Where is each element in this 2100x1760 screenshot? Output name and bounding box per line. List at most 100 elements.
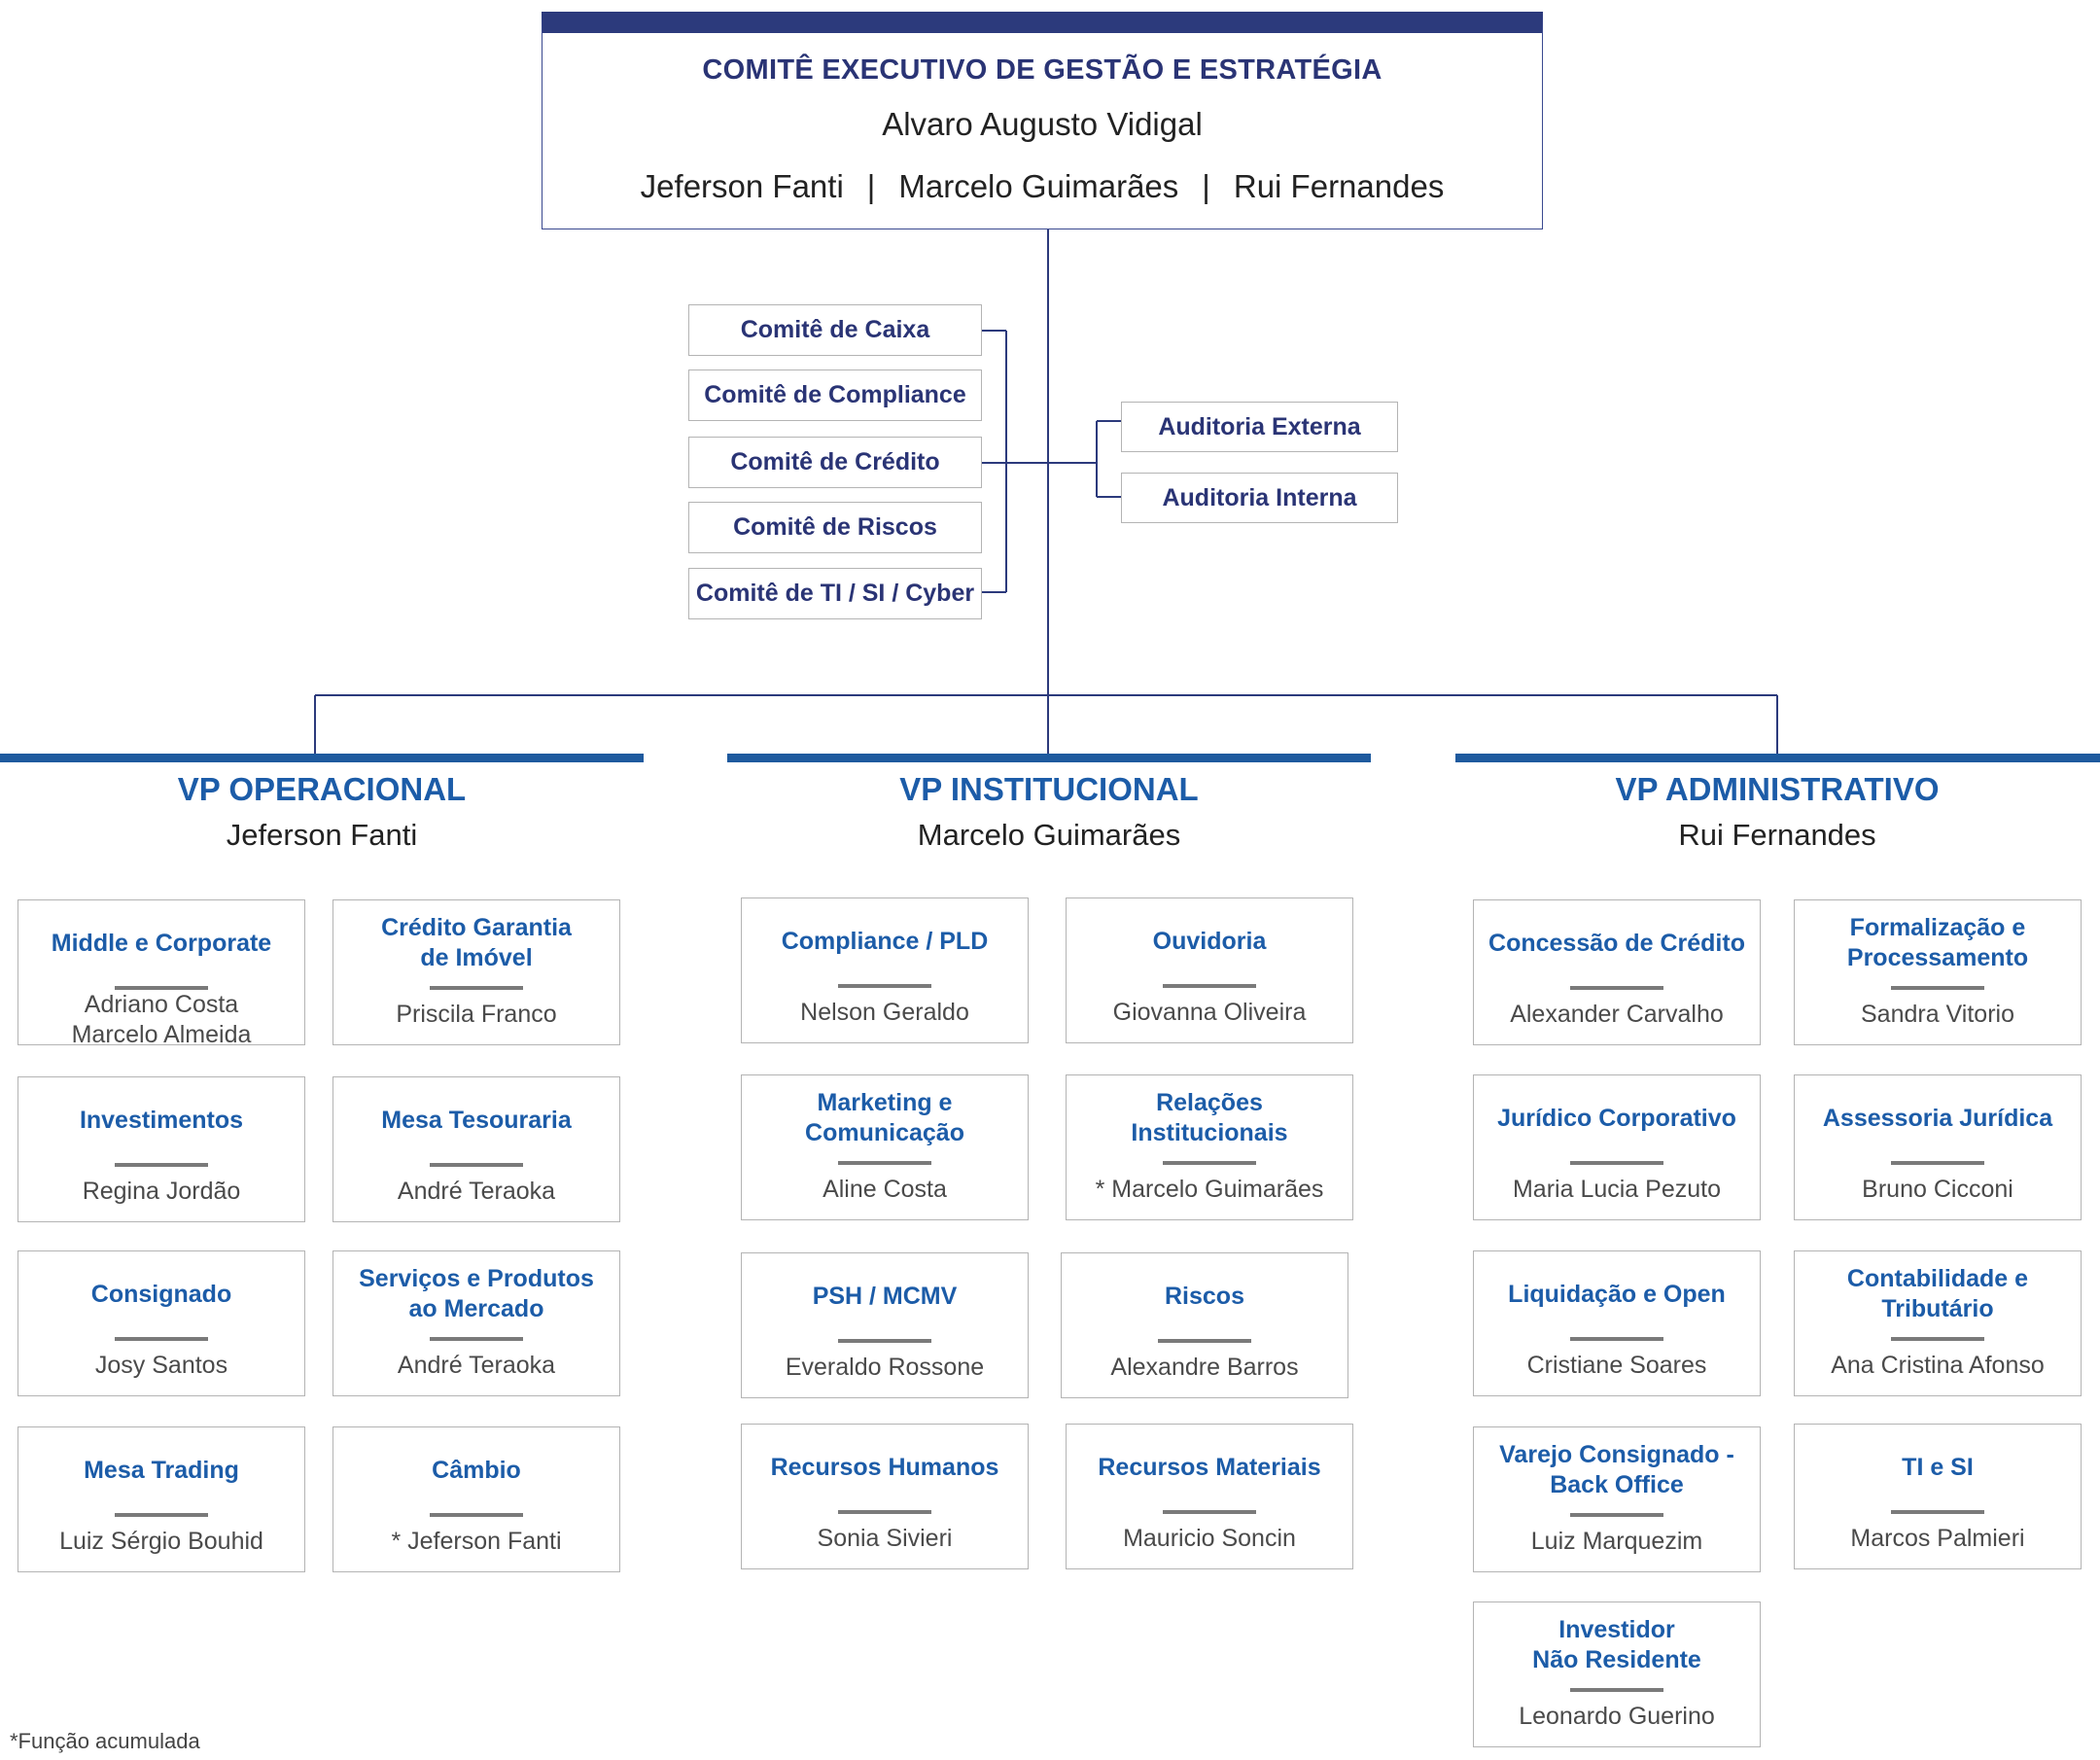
unit-title: Concessão de Crédito: [1488, 929, 1745, 957]
unit-title: Relações Institucionais: [1131, 1089, 1288, 1146]
unit-box: Ouvidoria Giovanna Oliveira: [1066, 898, 1353, 1043]
vp-bar: [1455, 754, 2100, 762]
unit-divider: [1891, 986, 1984, 990]
unit-divider: [1163, 1510, 1256, 1514]
vp-header: VP ADMINISTRATIVO Rui Fernandes: [1455, 771, 2099, 853]
unit-box: Recursos Humanos Sonia Sivieri: [741, 1424, 1029, 1569]
unit-box: Mesa Trading Luiz Sérgio Bouhid: [18, 1426, 305, 1572]
unit-people: Priscila Franco: [396, 1000, 557, 1028]
unit-title: Jurídico Corporativo: [1497, 1104, 1736, 1132]
unit-people: Nelson Geraldo: [800, 998, 969, 1026]
unit-people: Regina Jordão: [82, 1177, 241, 1205]
vp-header: VP INSTITUCIONAL Marcelo Guimarães: [727, 771, 1371, 853]
unit-divider: [838, 1339, 931, 1343]
unit-people: Maria Lucia Pezuto: [1512, 1175, 1721, 1203]
unit-title: Serviços e Produtos ao Mercado: [359, 1265, 594, 1322]
unit-box: Crédito Garantia de Imóvel Priscila Fran…: [332, 899, 620, 1045]
unit-people: Ana Cristina Afonso: [1831, 1351, 2045, 1379]
unit-box: Compliance / PLD Nelson Geraldo: [741, 898, 1029, 1043]
unit-title: TI e SI: [1902, 1453, 1974, 1481]
unit-box: Varejo Consignado - Back Office Luiz Mar…: [1473, 1426, 1761, 1572]
unit-title: Investidor Não Residente: [1532, 1616, 1701, 1673]
unit-divider: [1163, 1161, 1256, 1165]
unit-box: Liquidação e Open Cristiane Soares: [1473, 1250, 1761, 1396]
unit-people: Mauricio Soncin: [1123, 1524, 1296, 1552]
unit-box: Investimentos Regina Jordão: [18, 1076, 305, 1222]
unit-title: Varejo Consignado - Back Office: [1499, 1441, 1734, 1498]
unit-box: Investidor Não Residente Leonardo Guerin…: [1473, 1602, 1761, 1747]
unit-divider: [838, 1161, 931, 1165]
unit-people: Bruno Cicconi: [1862, 1175, 2013, 1203]
unit-people: Cristiane Soares: [1526, 1351, 1707, 1379]
unit-divider: [1570, 986, 1663, 990]
unit-divider: [1158, 1339, 1251, 1343]
unit-box: Recursos Materiais Mauricio Soncin: [1066, 1424, 1353, 1569]
unit-divider: [115, 1163, 208, 1167]
unit-title: Compliance / PLD: [781, 927, 989, 955]
unit-divider: [838, 1510, 931, 1514]
unit-people: * Marcelo Guimarães: [1095, 1175, 1324, 1203]
vp-bar: [727, 754, 1371, 762]
unit-title: Middle e Corporate: [51, 929, 272, 957]
unit-box: Marketing e Comunicação Aline Costa: [741, 1074, 1029, 1220]
vp-title: VP ADMINISTRATIVO: [1615, 771, 1940, 807]
unit-divider: [1891, 1510, 1984, 1514]
committee-box: Comitê de Compliance: [688, 370, 982, 421]
executive-member: Rui Fernandes: [1233, 168, 1445, 204]
unit-title: PSH / MCMV: [812, 1282, 958, 1310]
unit-divider: [838, 984, 931, 988]
executive-member: Jeferson Fanti: [640, 168, 844, 204]
unit-divider: [1570, 1513, 1663, 1517]
unit-divider: [1891, 1161, 1984, 1165]
executive-member: Marcelo Guimarães: [898, 168, 1179, 204]
unit-title: Contabilidade e Tributário: [1846, 1265, 2029, 1322]
executive-committee-title: COMITÊ EXECUTIVO DE GESTÃO E ESTRATÉGIA: [702, 54, 1382, 86]
unit-people: Luiz Marquezim: [1530, 1527, 1703, 1555]
committee-box: Comitê de Crédito: [688, 437, 982, 488]
unit-box: Concessão de Crédito Alexander Carvalho: [1473, 899, 1761, 1045]
unit-title: Mesa Tesouraria: [381, 1106, 572, 1134]
unit-divider: [1570, 1337, 1663, 1341]
unit-box: Middle e Corporate Adriano Costa Marcelo…: [18, 899, 305, 1048]
unit-box: Relações Institucionais * Marcelo Guimar…: [1066, 1074, 1353, 1220]
member-separator: |: [866, 168, 876, 204]
unit-people: Josy Santos: [94, 1351, 228, 1379]
unit-title: Investimentos: [79, 1106, 244, 1134]
unit-box: Serviços e Produtos ao Mercado André Ter…: [332, 1250, 620, 1396]
unit-divider: [430, 1513, 523, 1517]
unit-divider: [1163, 984, 1256, 988]
unit-title: Liquidação e Open: [1508, 1280, 1726, 1308]
vp-name: Rui Fernandes: [1678, 818, 1876, 852]
unit-divider: [115, 986, 208, 990]
unit-box: Jurídico Corporativo Maria Lucia Pezuto: [1473, 1074, 1761, 1220]
unit-box: Formalização e Processamento Sandra Vito…: [1794, 899, 2082, 1045]
footnote: *Função acumulada: [10, 1729, 200, 1753]
unit-title: Riscos: [1165, 1282, 1244, 1310]
unit-divider: [115, 1513, 208, 1517]
unit-title: Consignado: [90, 1280, 232, 1308]
unit-title: Marketing e Comunicação: [805, 1089, 964, 1146]
committee-box: Comitê de Caixa: [688, 304, 982, 356]
unit-people: Everaldo Rossone: [785, 1353, 985, 1381]
vp-bar: [0, 754, 644, 762]
unit-title: Mesa Trading: [84, 1456, 239, 1484]
unit-people: André Teraoka: [397, 1177, 556, 1205]
vp-title: VP INSTITUCIONAL: [899, 771, 1199, 807]
unit-people: Adriano Costa Marcelo Almeida: [71, 991, 252, 1048]
audit-box: Auditoria Interna: [1121, 473, 1398, 523]
unit-divider: [430, 1337, 523, 1341]
unit-divider: [115, 1337, 208, 1341]
unit-people: Leonardo Guerino: [1519, 1702, 1715, 1730]
unit-box: TI e SI Marcos Palmieri: [1794, 1424, 2082, 1569]
unit-box: Câmbio * Jeferson Fanti: [332, 1426, 620, 1572]
executive-members: Jeferson Fanti | Marcelo Guimarães | Rui…: [542, 168, 1542, 205]
audit-box: Auditoria Externa: [1121, 402, 1398, 452]
committee-box: Comitê de TI / SI / Cyber: [688, 568, 982, 619]
vp-name: Marcelo Guimarães: [917, 818, 1181, 852]
vp-name: Jeferson Fanti: [226, 818, 418, 852]
unit-divider: [1891, 1337, 1984, 1341]
unit-box: PSH / MCMV Everaldo Rossone: [741, 1252, 1029, 1398]
unit-divider: [430, 986, 523, 990]
unit-title: Formalização e Processamento: [1846, 914, 2029, 971]
